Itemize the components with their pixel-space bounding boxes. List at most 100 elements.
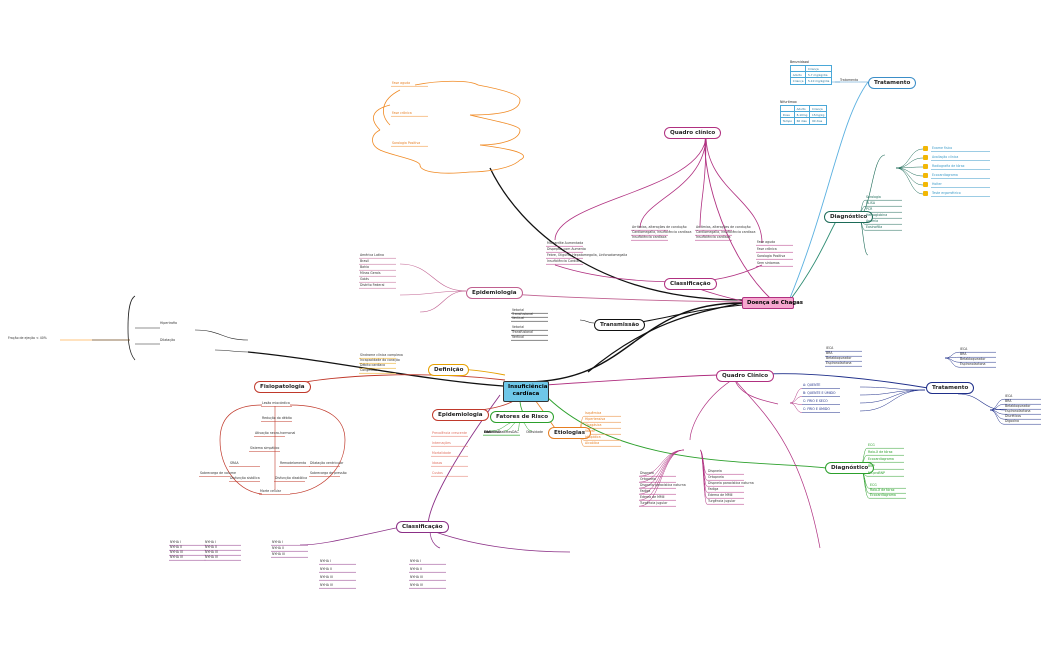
leaf-label[interactable]: BNP [868,464,875,468]
leaf-label[interactable]: Fase aguda [757,240,776,244]
leaf-label[interactable]: NYHA IV [205,555,219,559]
leaf-label[interactable]: Febre, Oligúria, Hepatomegalia, Linfonod… [547,253,628,257]
leaf-label[interactable]: NYHA IV [410,583,424,587]
leaf-label[interactable]: Edema de MMII [708,493,733,497]
leaf-label[interactable]: Dilatação ventricular [310,461,344,465]
leaf-label[interactable]: NYHA II [205,545,217,549]
leaf-label[interactable]: NYHA II [410,567,422,571]
leaf-label[interactable]: PCR [866,207,873,211]
leaf-label[interactable]: Dispneia [708,469,722,473]
leaf-label[interactable]: Edema de MMII [640,495,665,499]
topic-fisiopatologia[interactable]: Fisiopatologia [254,381,311,394]
leaf-label[interactable]: Sem sintomas [757,261,780,265]
leaf-label[interactable]: NYHA IV [170,555,184,559]
leaf-label[interactable]: Arritmias, alterações de condução [632,225,687,229]
leaf-label[interactable]: Vetorial [512,325,525,329]
leaf-label[interactable]: Brasil [360,259,369,263]
leaf-label[interactable]: B: QUENTE E ÚMIDO [803,391,836,395]
leaf-label[interactable]: Remodelamento [280,461,307,465]
leaf-label[interactable]: HAS [484,430,491,434]
leaf-label[interactable]: Vetorial [512,308,525,312]
leaf-label[interactable]: Miocardite Aumentada [547,241,584,245]
leaf-label[interactable]: Transfusional [512,312,533,316]
leaf-label[interactable]: NYHA III [205,550,218,554]
topic-diagnostico-chagas[interactable]: Diagnóstico [824,211,874,224]
leaf-label[interactable]: NYHA II [272,546,284,550]
leaf-label[interactable]: NT-proBNP [868,471,885,475]
leaf-label[interactable]: Betabloqueador [826,356,852,360]
leaf-label[interactable]: Transfusional [512,330,533,334]
leaf-label[interactable]: Idiopática [585,435,601,439]
leaf-label[interactable]: Anemia [866,219,879,223]
leaf-label[interactable]: BRA [826,351,833,355]
leaf-label[interactable]: Hemoglobina [866,213,888,217]
leaf-label[interactable]: Alcoólica [585,441,600,445]
leaf-label[interactable]: Obesidade [484,430,502,434]
leaf-label[interactable]: Congestão [360,368,377,372]
leaf-label[interactable]: Disfunção diastólica [275,476,308,480]
leaf-label[interactable]: DAC [512,430,519,434]
topic-tratamento-chagas[interactable]: Tratamento [868,77,917,90]
leaf-label[interactable]: Isquêmica [585,411,602,415]
leaf-label[interactable]: Turgência jugular [708,499,736,503]
leaf-label[interactable]: Insuficiência Cardíaca [547,259,582,263]
leaf-label[interactable]: A: QUENTE [803,383,821,387]
leaf-label[interactable]: ELISA [866,201,875,205]
leaf-label[interactable]: Redução do débito [262,416,292,420]
leaf-label[interactable]: Diuréticos [1005,414,1022,418]
leaf-label[interactable]: NYHA II [320,567,332,571]
leaf-label[interactable]: Avaliação clínica [932,155,959,159]
leaf-label[interactable]: Espironolactona [1005,409,1031,413]
leaf-label[interactable]: Síndrome clínica complexa [360,353,403,357]
leaf-label[interactable]: Fase crônica [757,247,777,251]
leaf-label[interactable]: NYHA I [410,559,421,563]
leaf-label[interactable]: Dispneia paroxística noturna [640,483,686,487]
topic-diagnostico-ic[interactable]: Diagnóstico [825,462,875,475]
leaf-label[interactable]: Hipertrofia [160,321,177,325]
leaf-label[interactable]: Ecocardiograma [868,457,894,461]
leaf-label[interactable]: Obesidade [526,430,544,434]
leaf-label[interactable]: Espironolactona [960,362,986,366]
leaf-label[interactable]: Eosinofilia [866,225,883,229]
leaf-label[interactable]: IECA [1005,394,1013,398]
leaf-label[interactable]: Diabetes [484,430,499,434]
leaf-label[interactable]: Ortopneia [640,477,656,481]
leaf-label[interactable]: Digoxina [1005,419,1019,423]
leaf-label[interactable]: Ortopneia [708,475,724,479]
leaf-label[interactable]: Dispepsia com Aumento [547,247,586,251]
leaf-label[interactable]: NYHA I [320,559,331,563]
leaf-label[interactable]: Sistema simpático [250,446,280,450]
leaf-label[interactable]: Betabloqueador [960,357,986,361]
leaf-label[interactable]: NYHA II [170,545,182,549]
leaf-label[interactable]: Mortalidade [432,451,451,455]
leaf-label[interactable]: BRA [1005,399,1012,403]
leaf-label[interactable]: Raio-X de tórax [870,488,895,492]
leaf-label[interactable]: Teste ergométrico [932,191,961,195]
leaf-label[interactable]: Fadiga [640,489,651,493]
topic-tratamento-ic[interactable]: Tratamento [926,382,975,395]
leaf-label[interactable]: NYHA III [170,550,183,554]
leaf-label[interactable]: Raio-X de tórax [868,450,893,454]
leaf-label[interactable]: Distrito Federal [360,283,385,287]
leaf-label[interactable]: Vertical [512,316,524,320]
leaf-label[interactable]: Dilatação [160,338,176,342]
leaf-label[interactable]: NYHA III [320,575,333,579]
leaf-label[interactable]: SRAA [230,461,239,465]
leaf-label[interactable]: NYHA IV [320,583,334,587]
topic-definicao[interactable]: Definição [428,364,470,377]
leaf-label[interactable]: Valvar [585,429,595,433]
leaf-label[interactable]: Internações [432,441,451,445]
leaf-label[interactable]: Ecocardiograma [932,173,958,177]
leaf-label[interactable]: Prevalência crescente [432,431,467,435]
leaf-label[interactable]: Chagásica [585,423,602,427]
leaf-label[interactable]: Sorologia Positiva [757,254,786,258]
leaf-label[interactable]: Dispneia paroxística noturna [708,481,754,485]
topic-classificacao-chagas[interactable]: Classificação [664,278,717,291]
leaf-label[interactable]: Débito cardíaco [360,363,386,367]
leaf-label[interactable]: Dispneia [640,471,654,475]
leaf-label[interactable]: Morte celular [260,489,282,493]
leaf-label[interactable]: NYHA III [410,575,423,579]
leaf-label[interactable]: HAS [484,430,491,434]
leaf-label[interactable]: Fase crônica [392,111,412,115]
leaf-label[interactable]: Sobrecarga de pressão [310,471,347,475]
